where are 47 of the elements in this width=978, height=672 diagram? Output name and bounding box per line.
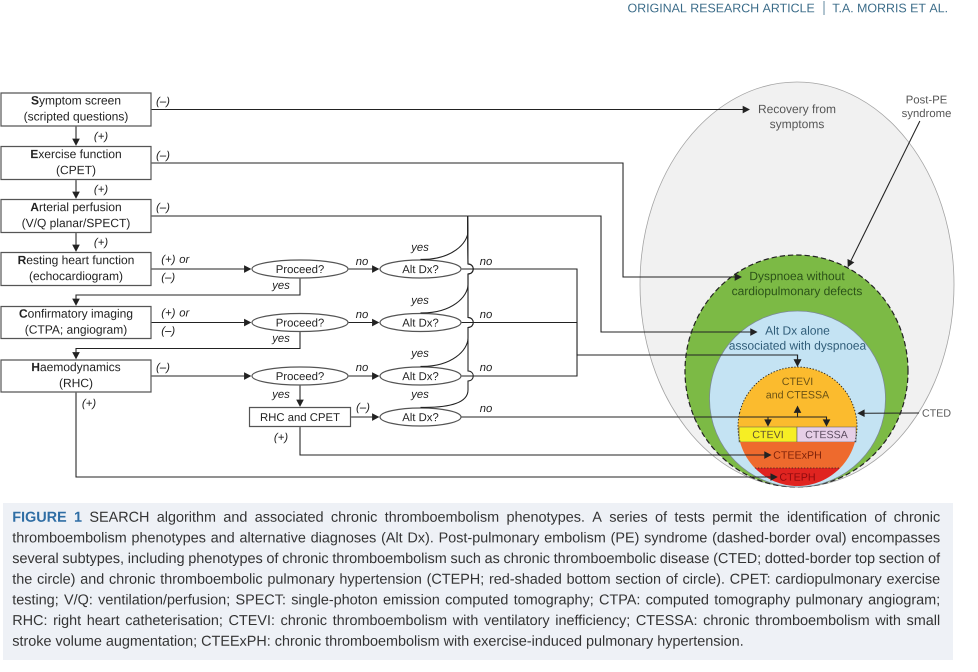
edge-label: (+) xyxy=(94,132,108,142)
connector-line xyxy=(420,216,474,408)
edge-label: (+) xyxy=(94,238,108,248)
edge-label: no xyxy=(356,364,368,372)
edge-label: (+) xyxy=(82,398,96,410)
edge-label: no xyxy=(480,258,492,266)
edge-label: yes xyxy=(272,336,290,344)
arrow xyxy=(462,354,802,377)
edge-label: no xyxy=(480,312,492,318)
edge-label: yes xyxy=(272,392,290,400)
process-box: Resting heart function (echocardiogram) xyxy=(0,252,152,286)
region-label: CTED xyxy=(922,409,951,417)
edge-label: (–) xyxy=(156,150,170,162)
edge-label: no xyxy=(480,406,492,412)
edge-label: (–) xyxy=(156,96,170,108)
region-label: Post-PE syndrome xyxy=(902,96,951,120)
edge-label: (+) or (–) xyxy=(162,254,190,284)
process-box: RHC and CPET xyxy=(248,406,352,428)
process-box: Confirmatory imaging (CTPA; angiogram) xyxy=(0,306,152,340)
connector-line xyxy=(152,215,468,217)
figure-caption: FIGURE 1 SEARCH algorithm and associated chronic thromboembolism phenotypes. A series of tests permit the identification of chronic thromboembolism phenotypes and alternative diagnoses (Alt Dx). Post-pulmonary embolism (PE) syndrome (dashed-border oval) encompasses several subtypes, including phenotypes of chronic thromboembolism such as chronic thromboembolic disease (CTED; dotted-border top section of the circle) and chronic thromboembolic pulmonary hypertension (CTEPH; red-shaded bottom section of circle). CPET: cardiopulmonary exercise testing; V/Q: ventilation/perfusion; SPECT: single-photon emission computed tomography; CTPA: computed tomography pulmonary angiogram; RHC: right heart catheterisation; CTEVI: chronic thromboembolism with ventilatory inefficiency; CTESSA: chronic thromboembolism with small stroke volume augmentation; CTEExPH: chronic thromboembolism with exercise-induced pulmonary hypertension. xyxy=(3,503,953,660)
edge-label: (+) xyxy=(274,432,288,444)
phenotype-band: CTEExPH xyxy=(740,442,855,468)
process-box: Exercise function (CPET) xyxy=(0,146,152,180)
edge-label: (–) xyxy=(156,202,170,214)
edge-label: yes xyxy=(410,392,429,400)
edge-label: yes xyxy=(272,282,290,292)
edge-label: no xyxy=(356,312,368,318)
process-box: Symptom screen (scripted questions) xyxy=(0,92,152,127)
edge-label: yes xyxy=(410,298,429,306)
process-box: Haemodynamics (RHC) xyxy=(0,359,152,393)
edge-label: (–) xyxy=(156,362,170,374)
edge-label: yes xyxy=(410,350,429,360)
circle-section: CTEVI and CTESSA xyxy=(739,366,856,414)
edge-label: no xyxy=(480,364,492,372)
running-header: T.A. MORRIS ET AL. xyxy=(832,4,947,12)
edge-label: no xyxy=(356,258,368,266)
edge-label: (+) or (–) xyxy=(162,308,190,337)
edge-label: (+) xyxy=(94,184,108,196)
node-label: CTEVI and CTESSA xyxy=(766,378,830,398)
process-box: Arterial perfusion (V/Q planar/SPECT) xyxy=(0,198,152,234)
edge-label: (–) xyxy=(356,402,370,414)
phenotype-band: CTEPH xyxy=(754,468,841,486)
phenotype-tile: CTESSA xyxy=(796,426,856,442)
edge-label: yes xyxy=(410,244,429,254)
phenotype-tile: CTEVI xyxy=(738,426,798,442)
running-header: ORIGINAL RESEARCH ARTICLE xyxy=(628,4,814,12)
